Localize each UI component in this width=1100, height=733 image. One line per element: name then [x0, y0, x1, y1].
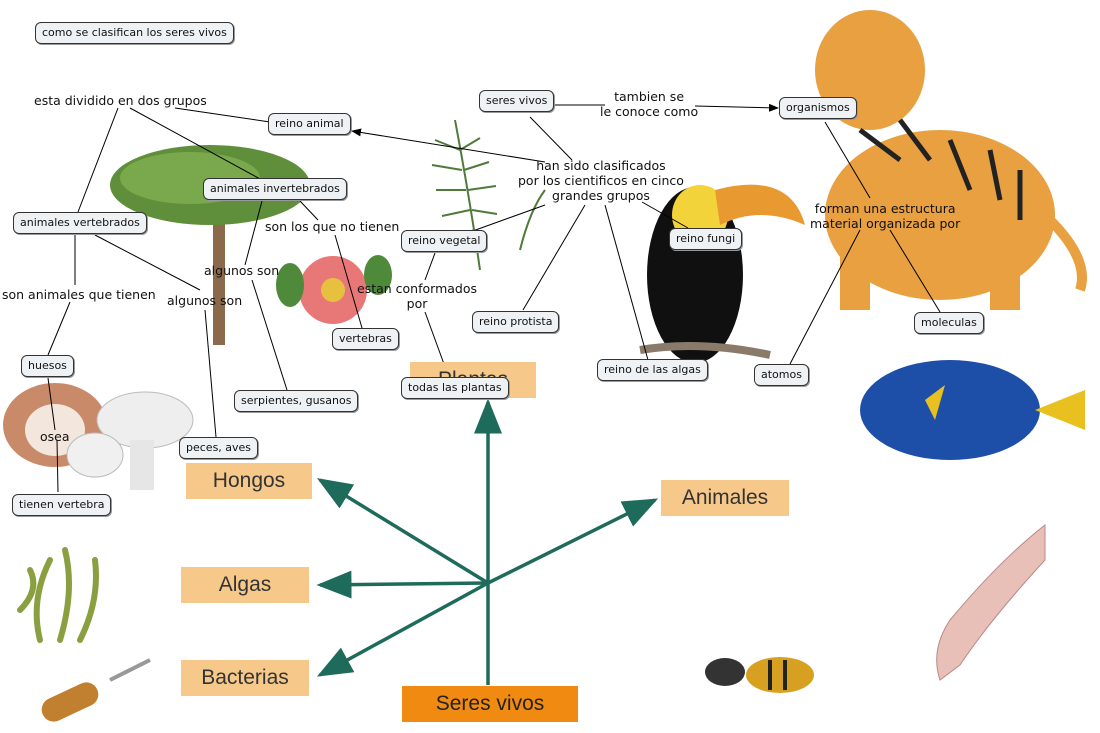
concept-tienen-vertebra[interactable]: tienen vertebra — [12, 494, 112, 516]
concept-animales-invertebrados[interactable]: animales invertebrados — [203, 178, 347, 200]
concept-title[interactable]: como se clasifican los seres vivos — [35, 22, 234, 44]
mushroom-illustration — [3, 383, 194, 490]
hongos-label: Hongos — [186, 463, 312, 499]
concept-reino-de-las-algas[interactable]: reino de las algas — [597, 359, 708, 381]
link-son-animales: son animales que tienen — [2, 287, 156, 302]
concept-map-links — [47, 103, 941, 493]
wasp-illustration — [705, 657, 814, 693]
fern-illustration — [431, 119, 546, 271]
seres-vivos-root-label: Seres vivos — [402, 686, 578, 722]
algae-illustration — [17, 547, 99, 643]
concept-serpientes-gusanos[interactable]: serpientes, gusanos — [234, 390, 359, 412]
fish-illustration — [860, 360, 1085, 460]
link-forman: forman una estructura material organizad… — [810, 201, 961, 231]
link-esta-dividido: esta dividido en dos grupos — [34, 93, 207, 108]
link-estan-conformados: estan conformados por — [357, 281, 478, 311]
concept-peces-aves[interactable]: peces, aves — [179, 437, 259, 459]
link-osea: osea — [40, 429, 70, 444]
concept-reino-fungi[interactable]: reino fungi — [669, 228, 743, 250]
link-son-los-que: son los que no tienen — [265, 219, 400, 234]
concept-seres-vivos[interactable]: seres vivos — [479, 90, 555, 112]
concept-reino-protista[interactable]: reino protista — [472, 311, 560, 333]
concept-huesos[interactable]: huesos — [21, 355, 74, 377]
concept-organismos[interactable]: organismos — [779, 97, 857, 119]
link-clasificados: han sido clasificados por los cientifico… — [518, 158, 684, 203]
animales-label: Animales — [661, 480, 789, 516]
flower-illustration — [276, 255, 392, 324]
bacteria-illustration — [41, 658, 151, 722]
algas-label: Algas — [181, 567, 309, 603]
bacterias-label: Bacterias — [181, 660, 309, 696]
concept-animales-vertebrados[interactable]: animales vertebrados — [13, 212, 147, 234]
concept-todas-las-plantas[interactable]: todas las plantas — [401, 377, 509, 399]
link-algunos-son-vertebrados: algunos son — [167, 293, 243, 308]
tiger-illustration — [815, 10, 1087, 310]
link-algunos-son-invertebrados: algunos son — [204, 263, 280, 278]
link-tambien: tambien se le conoce como — [600, 89, 699, 119]
concept-atomos[interactable]: atomos — [754, 364, 809, 386]
concept-reino-animal[interactable]: reino animal — [268, 113, 351, 135]
concept-moleculas[interactable]: moleculas — [914, 312, 984, 334]
concept-reino-vegetal[interactable]: reino vegetal — [401, 230, 488, 252]
figure-links — [316, 398, 659, 685]
squid-illustration — [936, 523, 1046, 681]
concept-vertebras[interactable]: vertebras — [332, 328, 399, 350]
